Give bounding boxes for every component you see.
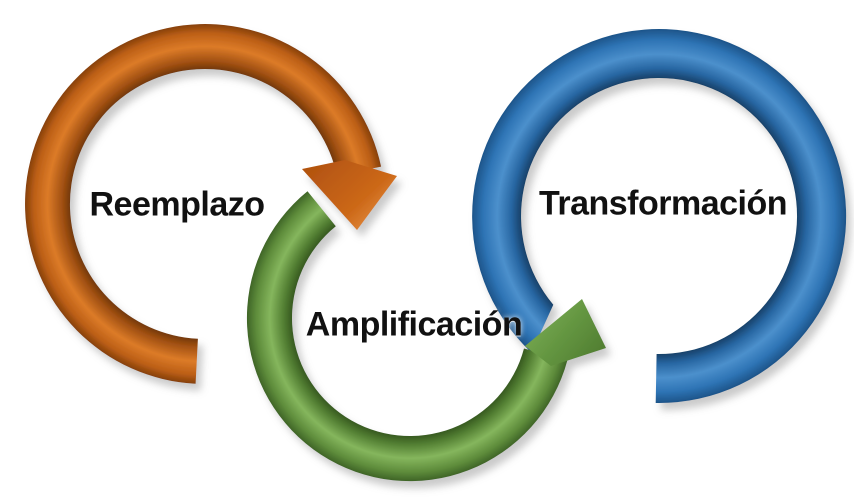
amplificacion-arrow	[246, 191, 606, 482]
amplificacion-arrow-tube	[246, 191, 568, 482]
amplificacion-arrowhead	[525, 299, 606, 366]
reemplazo-arrow-tube	[25, 24, 382, 384]
reemplazo-arrowhead	[302, 160, 397, 230]
reemplazo-arrow	[25, 24, 397, 384]
